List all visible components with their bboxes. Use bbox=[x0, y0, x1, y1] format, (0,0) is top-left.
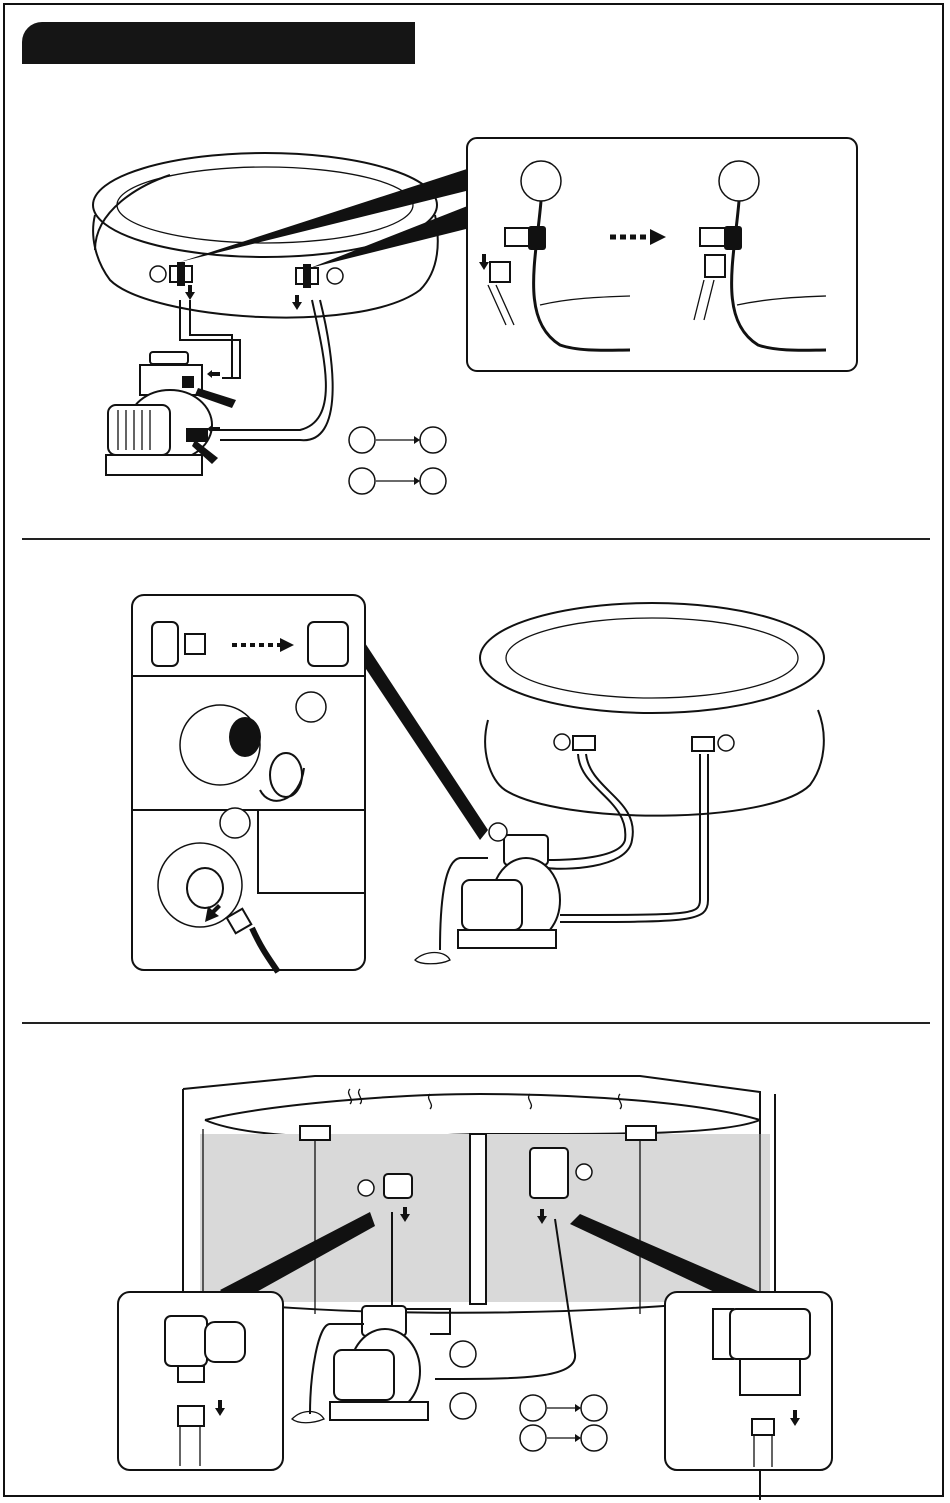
inlet-marker bbox=[358, 1180, 374, 1196]
water-puddle bbox=[415, 953, 450, 964]
skimmer-marker bbox=[576, 1164, 592, 1180]
hose bbox=[220, 300, 326, 430]
hose bbox=[560, 754, 700, 915]
drain-detail-inset bbox=[132, 595, 365, 972]
connection-legend bbox=[349, 427, 446, 494]
drain-connection-illustration bbox=[0, 540, 950, 1020]
hose-connection-illustration bbox=[0, 0, 950, 538]
arrow-icon bbox=[207, 370, 220, 378]
zoom-wedge bbox=[360, 643, 488, 840]
inlet-marker bbox=[450, 1341, 476, 1367]
sand-filter-pump bbox=[458, 823, 560, 948]
water-puddle bbox=[292, 1412, 324, 1423]
inlet-detail-inset bbox=[118, 1292, 283, 1470]
frame-pool-connection-illustration bbox=[0, 1024, 950, 1500]
inlet-fitting bbox=[384, 1174, 412, 1198]
skimmer-detail-inset bbox=[665, 1292, 832, 1470]
connection-legend bbox=[520, 1395, 607, 1451]
sand-filter-pump bbox=[106, 352, 236, 475]
inlet-fitting bbox=[150, 262, 195, 300]
detail-inset bbox=[467, 138, 857, 371]
outlet-fitting bbox=[292, 264, 343, 310]
inflatable-pool bbox=[480, 603, 824, 816]
skimmer bbox=[530, 1148, 568, 1198]
zoom-wedge bbox=[180, 168, 470, 262]
outlet-marker bbox=[450, 1393, 476, 1419]
hose bbox=[560, 754, 708, 922]
